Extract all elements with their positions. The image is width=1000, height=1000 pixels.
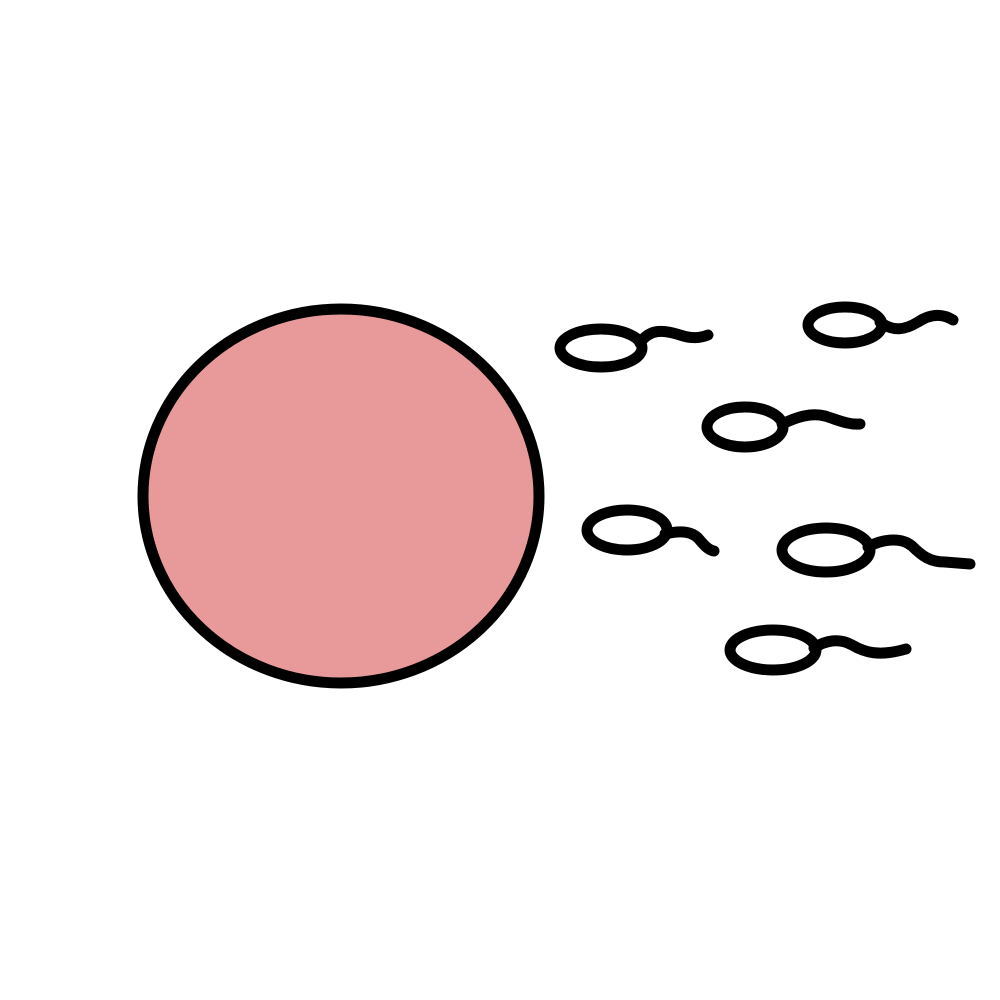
sperm-cell-icon xyxy=(802,301,959,349)
egg-cell-icon xyxy=(137,303,545,689)
sperm-cell-icon xyxy=(701,401,866,453)
sperm-cell-icon xyxy=(554,323,714,373)
sperm-cell-icon xyxy=(581,504,720,557)
sperm-cell-icon xyxy=(776,522,976,578)
sperm-cell-icon xyxy=(724,624,912,676)
